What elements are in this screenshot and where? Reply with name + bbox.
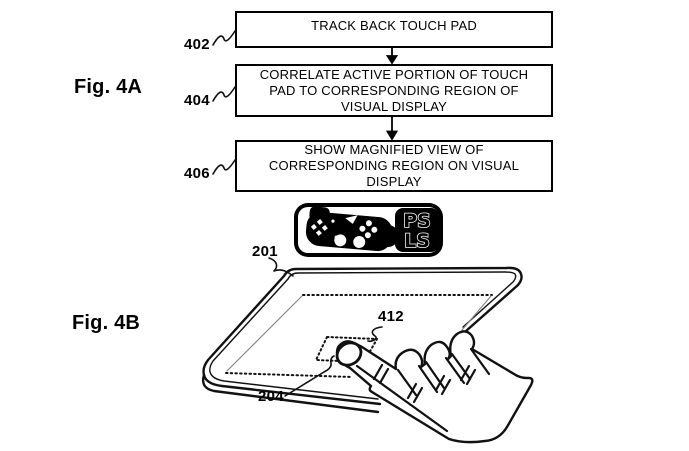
finger-lines — [355, 347, 491, 433]
flowchart-box-show-magnified: SHOW MAGNIFIED VIEW OF CORRESPONDING REG… — [235, 140, 553, 192]
tablet-drawing — [201, 266, 523, 414]
leader-204 — [284, 355, 335, 397]
ref-numeral-201-tablet: 201 — [252, 243, 278, 260]
leader-406 — [212, 159, 236, 175]
ref-numeral-402: 402 — [184, 36, 210, 53]
ref-numeral-412-active-portion: 412 — [378, 308, 404, 325]
arrow-head-1 — [385, 55, 399, 65]
hatch-marks — [372, 363, 477, 404]
ref-numeral-204-touch-pad: 204 — [258, 388, 284, 405]
flowchart-box-line: SHOW MAGNIFIED VIEW OF — [304, 142, 484, 157]
touchpad-region-bottom-dotted — [225, 372, 353, 378]
flowchart-arrows — [385, 48, 399, 141]
arrow-head-2 — [385, 130, 399, 141]
figure-4b-label: Fig. 4B — [72, 312, 141, 334]
ref-numeral-404: 404 — [184, 92, 210, 109]
index-finger-lower-edge — [355, 364, 449, 433]
flowchart-box-track-touchpad: TRACK BACK TOUCH PAD — [235, 11, 553, 48]
flowchart-box-line: VISUAL DISPLAY — [340, 98, 448, 114]
flowchart-box-correlate: CORRELATE ACTIVE PORTION OF TOUCH PAD TO… — [235, 64, 553, 117]
logo-text-ls: LS — [404, 230, 430, 252]
fingertip-nail — [335, 341, 363, 367]
flowchart-box-line: CORRESPONDING REGION ON VISUAL — [268, 158, 520, 173]
flowchart-box-line: TRACK BACK TOUCH PAD — [311, 18, 477, 33]
touchpad-region-left-line — [226, 295, 303, 372]
flowchart-box-line: PAD TO CORRESPONDING REGION OF — [269, 82, 519, 98]
flowchart-box-line: DISPLAY — [366, 174, 422, 189]
flowchart-box-line: CORRELATE ACTIVE PORTION OF TOUCH — [259, 66, 529, 82]
leader-412 — [367, 326, 383, 342]
leader-201 — [268, 257, 294, 277]
touchpad-region-right-line — [461, 295, 492, 331]
leader-404 — [212, 86, 236, 102]
ref-numeral-406: 406 — [184, 165, 210, 182]
tablet-outline — [202, 266, 523, 406]
logo-text-panel — [395, 208, 439, 252]
logo-text: PS LS — [402, 209, 431, 253]
figure-4a-label: Fig. 4A — [74, 76, 143, 98]
gamepad-icon — [305, 206, 399, 252]
psls-gamepad-logo: PS LS — [294, 203, 443, 257]
logo-text-ps: PS — [403, 210, 431, 232]
gamepad-details — [310, 215, 378, 248]
leader-lines — [212, 30, 383, 397]
tablet-thickness-line — [201, 373, 380, 414]
leader-402 — [212, 30, 236, 46]
hand-drawing — [335, 330, 534, 444]
tablet-bezel-line — [209, 271, 517, 400]
